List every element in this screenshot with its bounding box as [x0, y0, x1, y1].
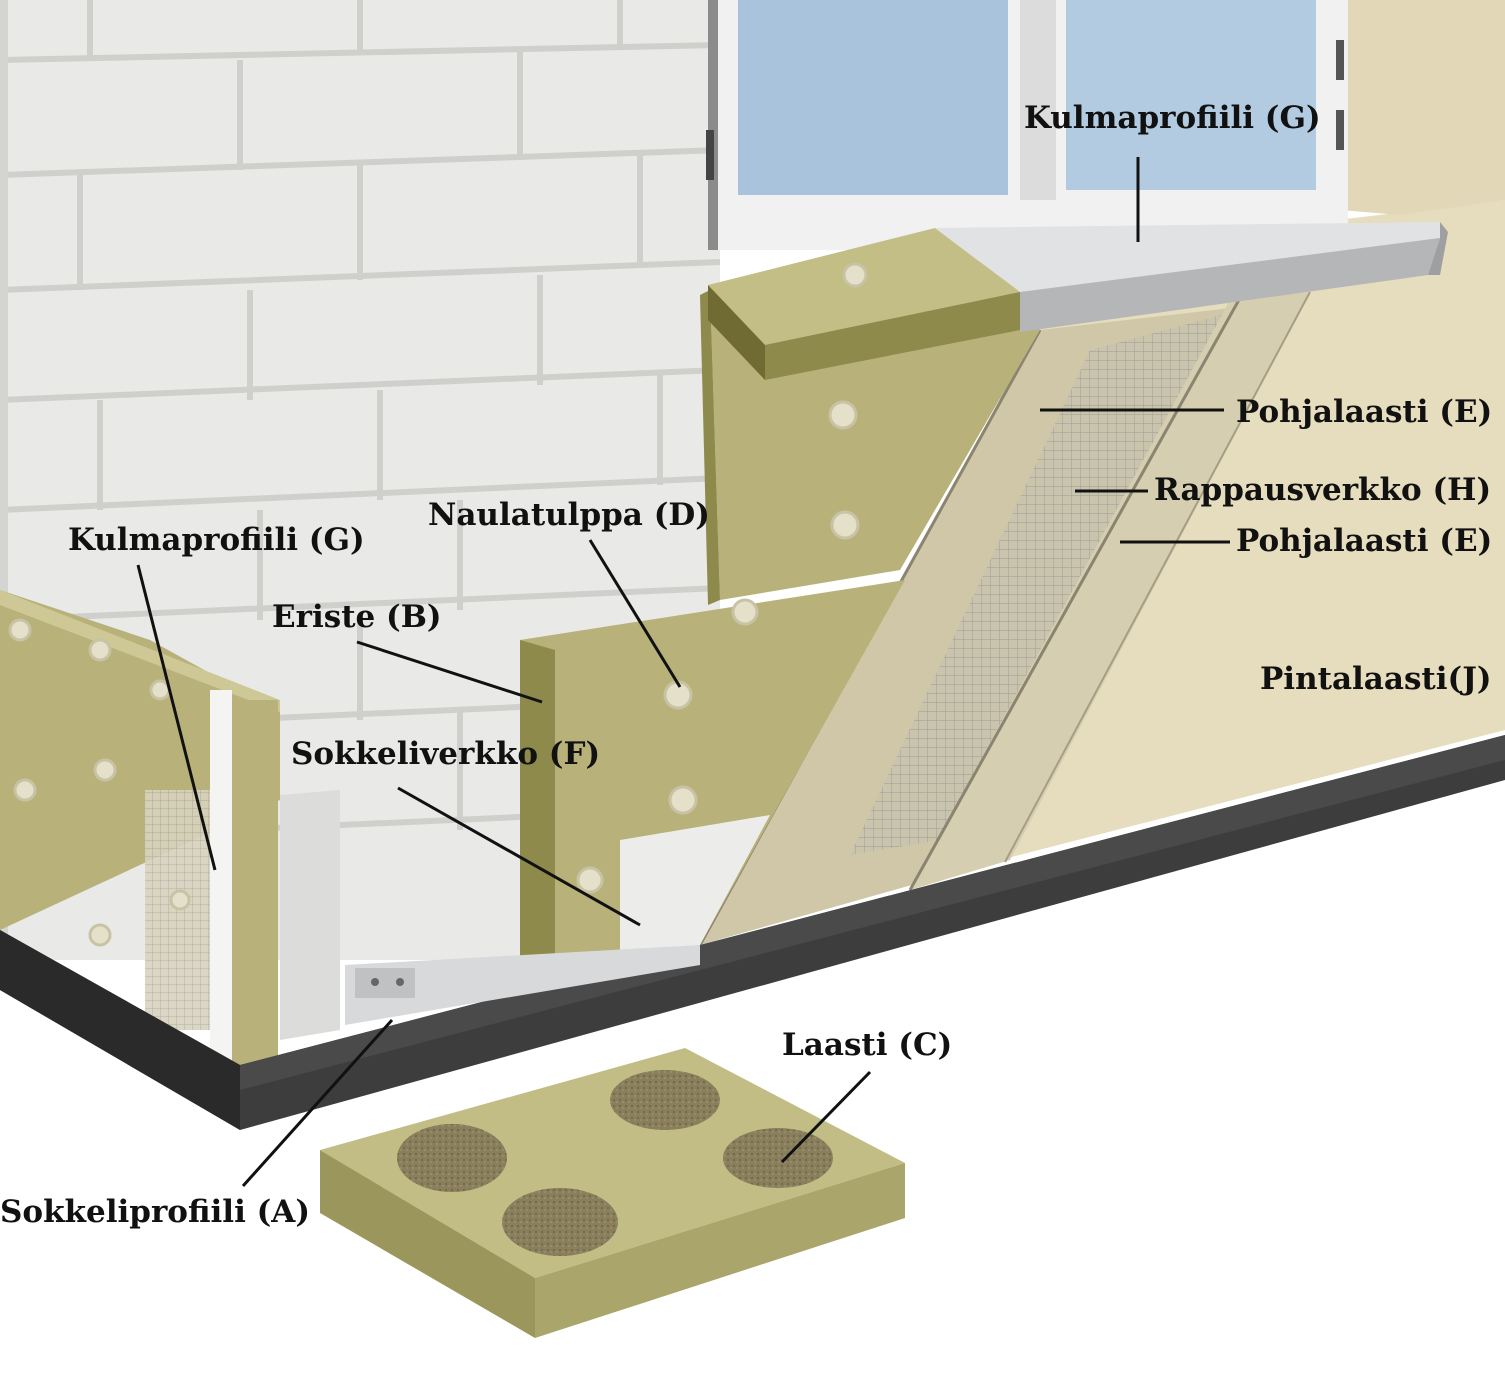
label-sokkeliprofiili: Sokkeliprofiili (A)	[0, 1194, 311, 1230]
loose-insulation-board	[320, 1048, 905, 1338]
label-pintalaasti: Pintalaasti(J)	[1260, 661, 1492, 697]
plinth	[0, 735, 1505, 1130]
label-pohjalaasti-1: Pohjalaasti (E)	[1236, 394, 1493, 430]
leader-lines	[136, 157, 1230, 1188]
leader-naulatulppa	[588, 539, 682, 688]
render-layers	[698, 291, 1311, 946]
leader-laasti	[780, 1070, 872, 1164]
label-kulmaprofiili-top: Kulmaprofiili (G)	[1024, 100, 1321, 136]
label-laasti: Laasti (C)	[782, 1027, 953, 1063]
leader-sokkeliprofiili	[241, 1018, 394, 1188]
window-sill	[935, 222, 1448, 332]
label-naulatulppa: Naulatulppa (D)	[428, 497, 710, 533]
insulation-boards	[0, 228, 1040, 1070]
leader-kulmaprofiili-left	[136, 564, 217, 871]
leader-eriste	[356, 640, 543, 704]
label-sokkeliverkko: Sokkeliverkko (F)	[291, 736, 601, 772]
label-rappausverkko: Rappausverkko (H)	[1154, 472, 1492, 508]
label-kulmaprofiili-left: Kulmaprofiili (G)	[68, 522, 365, 558]
leader-sokkeliverkko	[397, 786, 641, 927]
label-eriste: Eriste (B)	[272, 599, 442, 635]
label-pohjalaasti-2: Pohjalaasti (E)	[1236, 523, 1493, 559]
window	[706, 0, 1348, 250]
